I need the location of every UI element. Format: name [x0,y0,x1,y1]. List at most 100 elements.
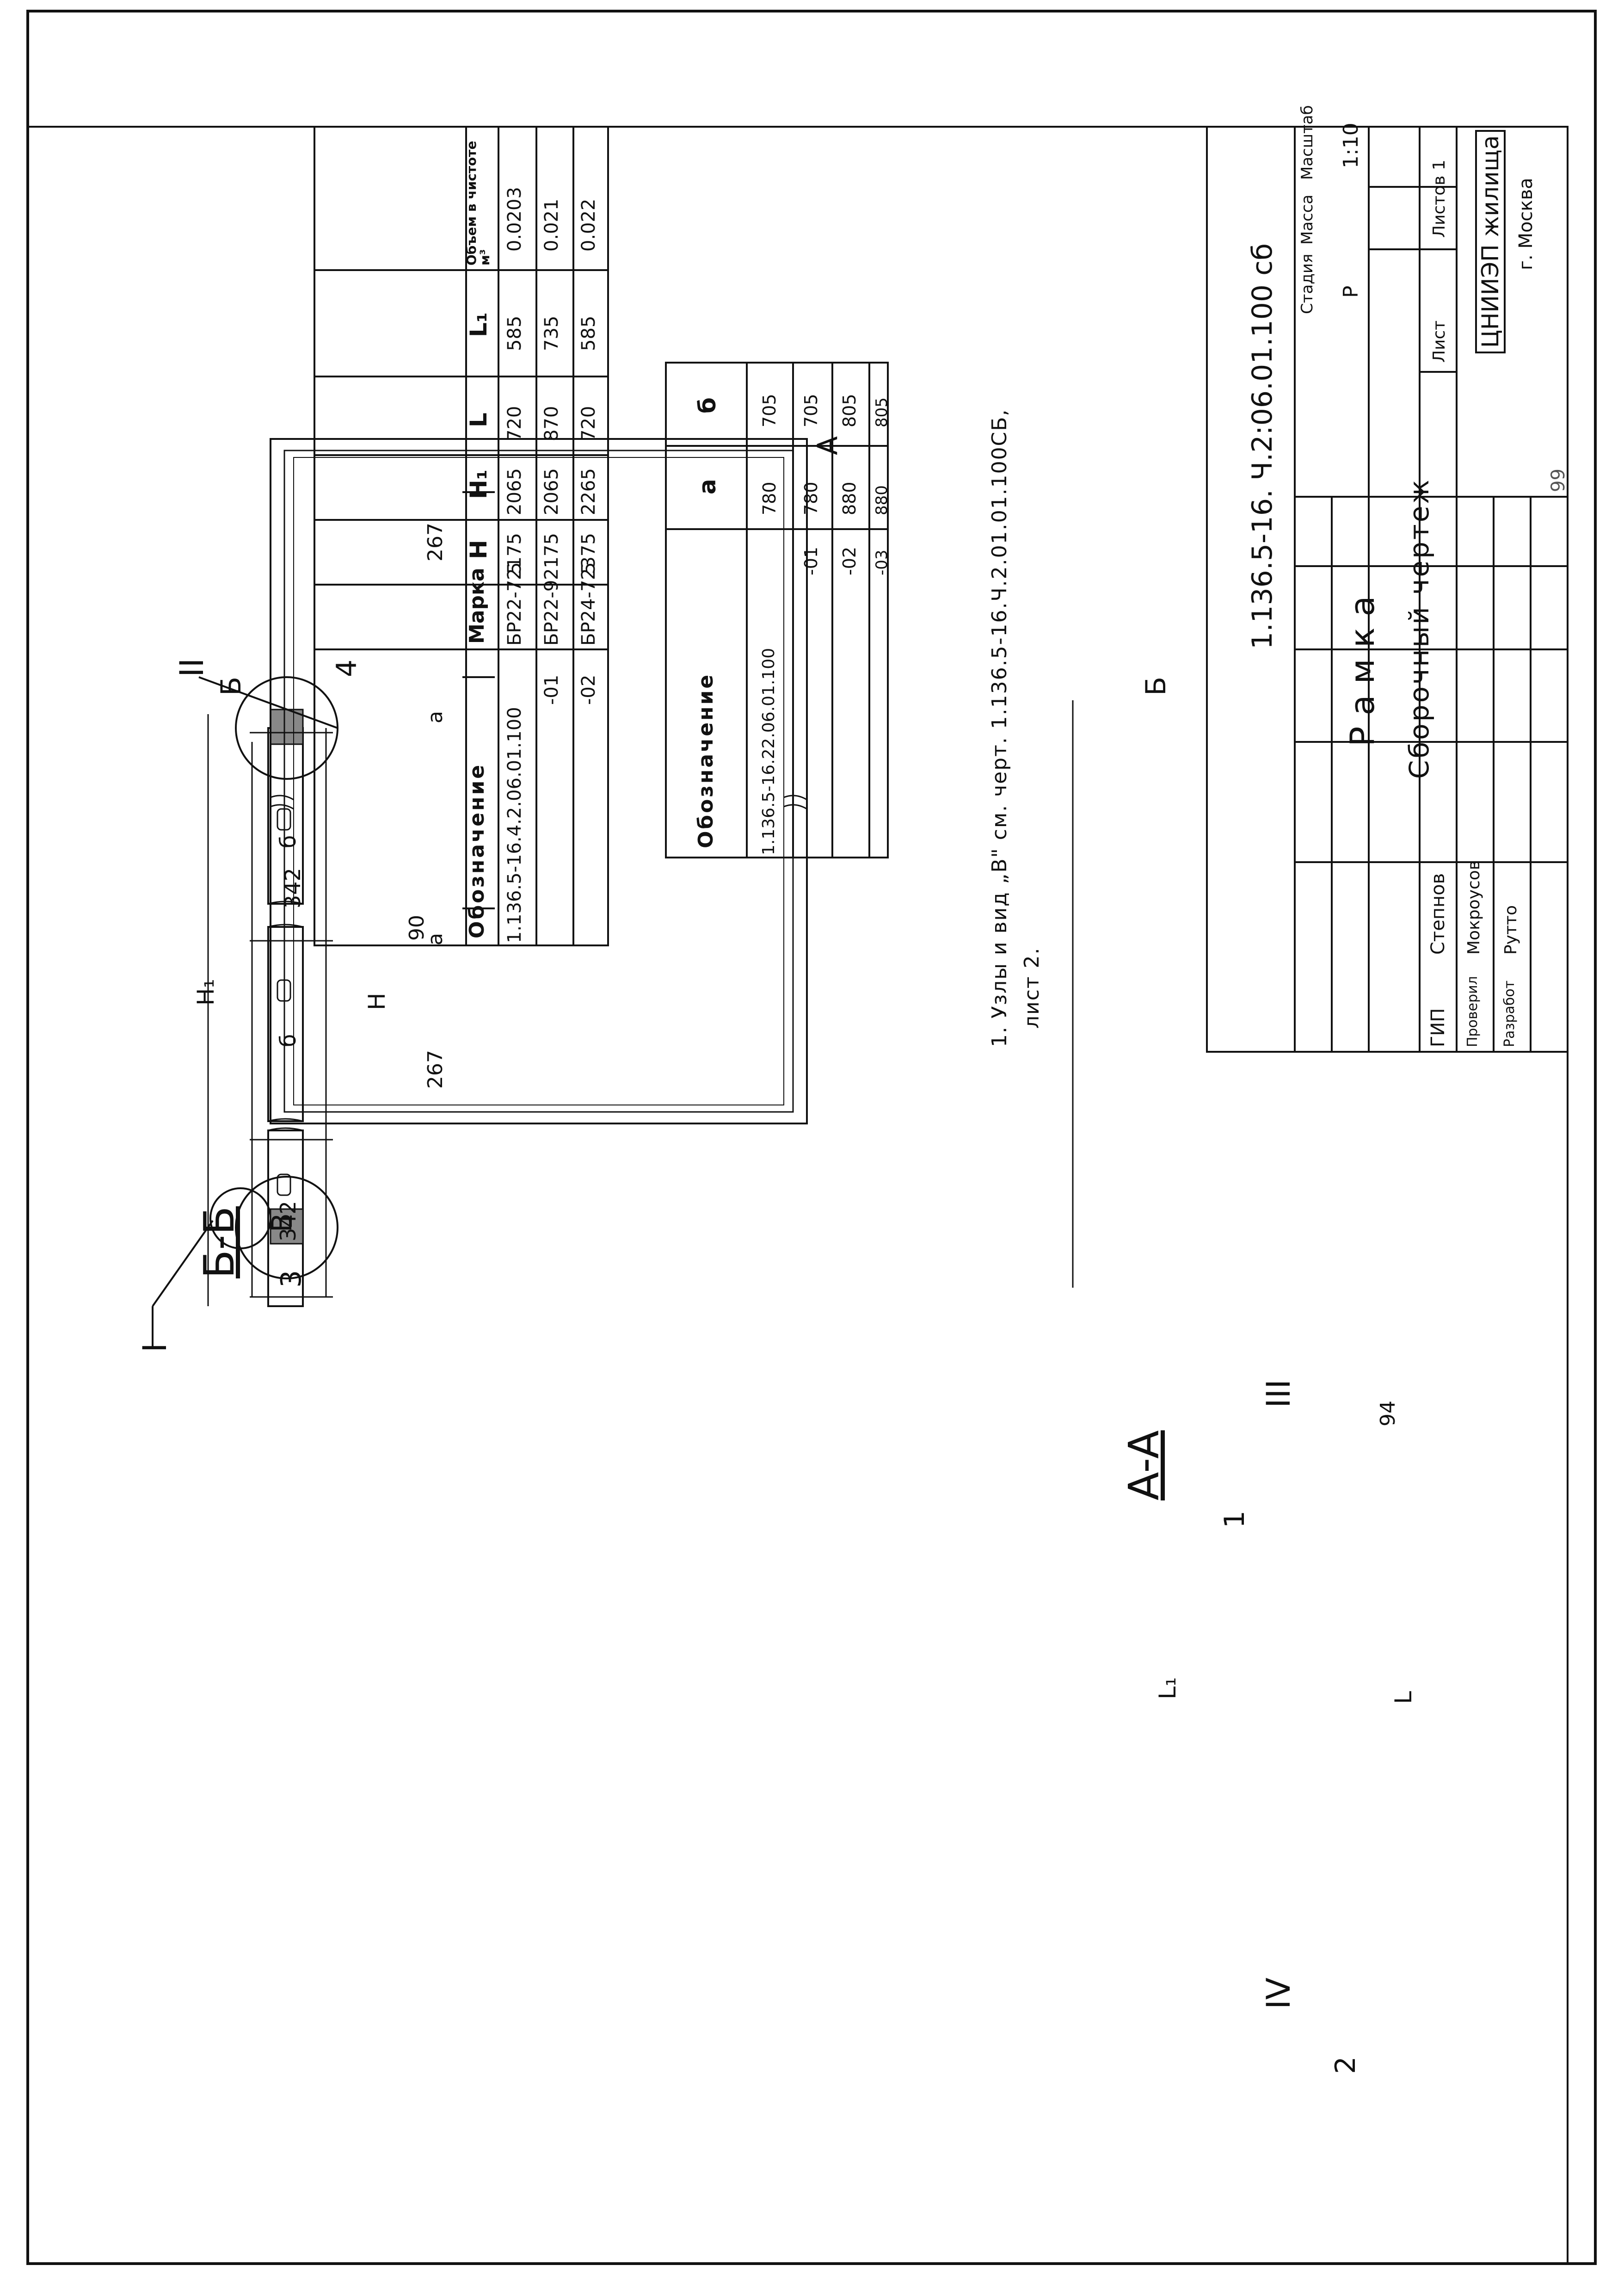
callout-3: 3 [275,1270,308,1288]
main-table-r1-c4: 2065 [504,468,525,515]
role-gip: ГИП [1427,1008,1449,1047]
main-table-header-l1: L₁ [465,312,492,337]
note-line-2: лист 2. [1020,947,1044,1029]
callout-II: II [173,658,211,677]
title-block-scale: 1:10 [1339,123,1363,168]
main-table-r2-c3: 2175 [541,533,562,580]
main-table-r1-c5: 720 [504,406,525,441]
dim-table-header-b: б [694,397,721,414]
main-table-r3-c6: 585 [578,315,599,351]
dim-table-r1-c1: 1.136.5-16.22.06.01.100 [759,648,778,855]
section-bb-graphic [152,676,1074,1348]
note-line-1: 1. Узлы и вид „В" см. черт. 1.136.5-16.Ч… [988,408,1011,1047]
title-block-name: Рамка [1343,585,1382,747]
dim-b-2: б [276,835,301,848]
main-table-r2-c4: 2065 [541,468,562,515]
dim-90: 90 [405,915,429,941]
callout-I: I [136,1343,174,1352]
dim-table-r4-c2: 880 [873,485,891,515]
title-block-grid [1206,126,1569,1053]
main-table-grid [314,126,609,946]
dim-table-r2-c3: 705 [801,394,821,427]
callout-1: 1 [1218,1510,1251,1528]
view-label-b-bottom: Б [1140,676,1172,696]
main-table-header-h: H [465,540,492,559]
main-table-r1-c1: 1.136.5-16.4.2.06.01.100 [504,707,525,943]
main-table-r2-c7: 0.021 [541,198,562,252]
section-bb-label: Б-Б [195,1206,244,1278]
main-table-r3-c5: 720 [578,406,599,441]
dim-table-r4-c3: 805 [873,397,891,427]
dim-L: L [1390,1691,1417,1704]
main-table-r3-c7: 0.022 [578,198,599,252]
main-table-r1-c6: 585 [504,315,525,351]
main-table-r1-c3: 2175 [504,533,525,580]
title-block-sheets: Листов 1 [1430,160,1449,238]
main-table-r2-c6: 735 [541,315,562,351]
dim-H1: H₁ [192,979,219,1006]
break-marks [270,795,807,810]
main-table-r3-c1: -02 [578,674,599,705]
dim-table-r3-c3: 805 [839,394,860,427]
main-table-r2-c2: БР22-9 [541,580,562,646]
title-block-code: 1.136.5-16. Ч.2:06.01.100 сб [1246,243,1279,649]
callout-III: III [1260,1379,1298,1408]
section-aa-label: A-A [1120,1430,1169,1500]
dim-a-2: a [424,711,447,723]
dim-267-bottom: 267 [424,523,447,562]
dim-table-r3-c1: -02 [839,546,860,575]
role-gip-name: Степнов [1427,873,1449,955]
title-block-sheet: Лист [1430,320,1449,363]
dim-table-header-designation: Обозначение [694,673,718,848]
title-block-org-city: г. Москва [1515,178,1537,270]
dim-267-top: 267 [424,1050,447,1089]
view-label-a-top: A [812,436,844,455]
front-rectangle [270,438,808,1124]
main-table-header-mark: Марка [465,568,489,644]
main-table-r3-c3: 2375 [578,533,599,580]
dim-table-r2-c2: 780 [801,481,821,515]
dim-342-bottom: 342 [280,868,305,908]
main-table-r2-c5: 870 [541,406,562,441]
view-label-v: В [266,1213,298,1232]
title-block-stage: Р [1339,285,1363,298]
view-label-b-top: Б [215,676,247,696]
role-developer: Разработ [1501,980,1518,1047]
main-table-header-designation: Обозначение [465,763,489,938]
dim-table-header-a: a [694,479,721,494]
title-block-subtitle: Сборочный чертеж [1403,478,1435,779]
dim-table-r1-c2: 780 [759,481,780,515]
slot-1 [277,1173,291,1196]
rail-marks [462,491,495,909]
inner-frame [27,126,1569,2265]
dim-table-r2-c1: -01 [801,546,821,575]
main-table-r3-c4: 2265 [578,468,599,515]
dim-94: 94 [1376,1401,1400,1426]
title-block-org: ЦНИИЭП жилища [1475,130,1506,353]
dim-H: H [363,993,390,1010]
main-table-header-l: L [465,413,492,427]
role-checker: Проверил [1464,976,1481,1047]
dim-L1: L₁ [1154,1677,1181,1699]
role-checker-name: Мокроусов [1464,860,1483,955]
main-table-header-volume: Объем в чистоте м³ [464,141,493,265]
title-block-h-stage: Стадия [1298,253,1316,314]
node-circle-bottom [235,1176,338,1279]
callout-2: 2 [1329,2056,1362,2074]
main-table-header-h1: H₁ [465,469,492,499]
dim-table-r3-c2: 880 [839,481,860,515]
main-table-r2-c1: -01 [541,674,562,705]
page-number: 99 [1548,469,1569,492]
dim-table-r1-c3: 705 [759,394,780,427]
role-developer-name: Рутто [1501,905,1520,955]
dim-table-r4-c1: -03 [873,549,891,575]
callout-IV: IV [1260,1977,1298,2009]
title-block-h-mass: Масса [1298,194,1316,245]
main-table-r1-c7: 0.0203 [504,187,525,252]
callout-4: 4 [331,659,363,677]
dim-b-1: б [276,1034,301,1047]
